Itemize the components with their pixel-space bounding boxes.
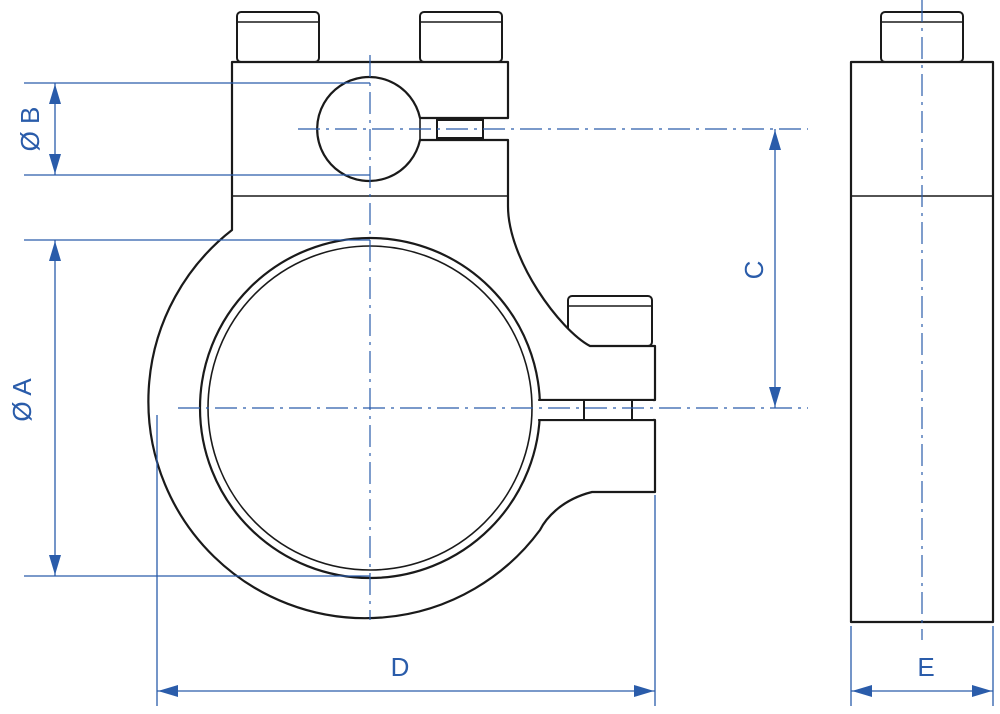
dimension-c-label: C — [739, 261, 769, 280]
dimension-d-label: D — [391, 652, 410, 682]
dimension-d: D — [156, 415, 656, 706]
top-bolt-head-left — [236, 11, 320, 63]
lower-slot-screw — [583, 399, 633, 421]
front-view — [147, 11, 657, 620]
top-bolt-head-right — [419, 11, 503, 63]
dimension-e: E — [850, 626, 994, 706]
dimension-a: Ø A — [7, 239, 370, 577]
dimension-b: Ø B — [15, 82, 370, 176]
dimension-b-label: Ø B — [15, 107, 45, 152]
dimension-a-label: Ø A — [7, 378, 37, 422]
dimension-c: C — [739, 129, 781, 408]
dimension-e-label: E — [917, 652, 934, 682]
center-lines — [178, 0, 923, 640]
